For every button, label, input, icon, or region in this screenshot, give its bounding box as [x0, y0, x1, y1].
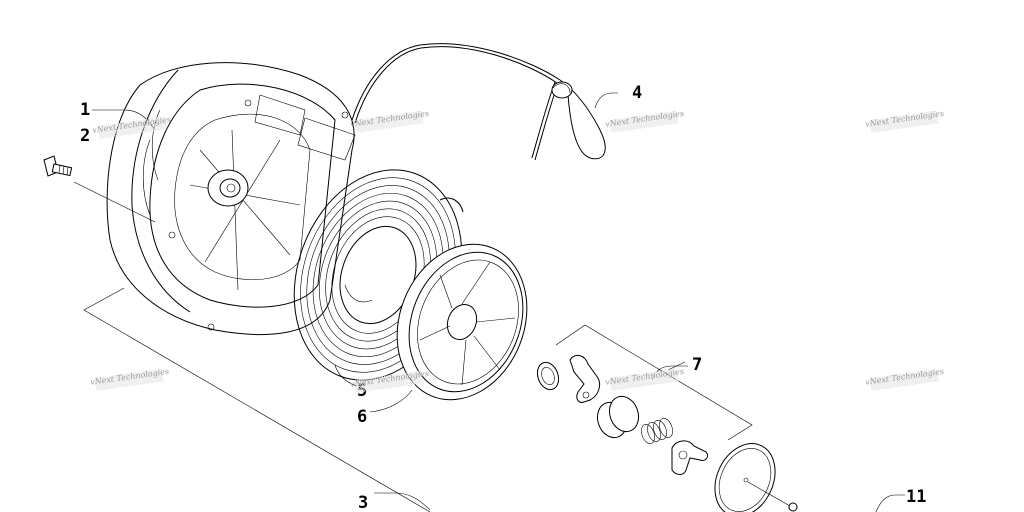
starter-housing: [106, 62, 356, 335]
assembly-bracket: [83, 287, 431, 512]
callout-2: 2: [80, 126, 90, 146]
callout-1: 1: [80, 100, 90, 120]
housing-screw: [43, 155, 156, 223]
leader-lines: [92, 92, 905, 512]
starter-rope: [351, 43, 606, 161]
callout-11: 11: [906, 487, 926, 507]
callout-6: 6: [357, 407, 367, 427]
callout-4: 4: [632, 83, 642, 103]
callout-labels: 1 2 3 4 5 6 7 11: [80, 83, 926, 512]
callout-5: 5: [357, 381, 367, 401]
cover-plate: [714, 443, 798, 512]
callout-3: 3: [358, 493, 368, 512]
ratchet-assembly: [536, 324, 753, 475]
rope-pulley: [396, 243, 528, 401]
callout-7: 7: [692, 355, 702, 375]
